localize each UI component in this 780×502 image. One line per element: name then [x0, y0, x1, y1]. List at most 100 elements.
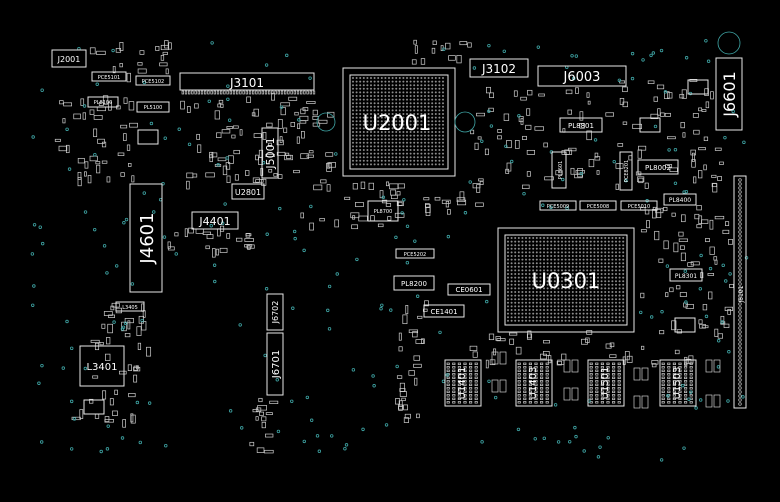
pl8601-label: PL8601 [558, 161, 564, 180]
pce5102-outline[interactable] [135, 75, 171, 86]
pce8201-label: PCE8201 [624, 160, 630, 182]
j6701-label: J6701 [271, 350, 282, 379]
mounting-hole-mid [454, 111, 476, 133]
u2801-outline[interactable] [231, 183, 265, 200]
j5001-label: J5001 [264, 137, 277, 169]
pl8002-label: PL8002 [645, 164, 671, 172]
j2001-outline[interactable] [51, 49, 87, 68]
passive-cluster [640, 205, 734, 339]
j3101-pins [181, 90, 316, 95]
pl8400-outline[interactable] [663, 193, 697, 206]
pce8201-outline[interactable] [619, 151, 633, 191]
passive-cluster [180, 92, 337, 190]
j6702-label: J6702 [271, 301, 280, 325]
mounting-hole-left [316, 112, 336, 132]
passive-cluster [470, 78, 724, 193]
pce5009-label: PCE5009 [547, 204, 569, 210]
u1501-outline[interactable] [587, 359, 625, 407]
mounting-hole-top-right [717, 31, 741, 55]
passive-cluster [90, 302, 152, 383]
pl8100-label: PL8100 [94, 100, 113, 106]
j3102-label: J3102 [481, 62, 516, 76]
via-field [30, 39, 749, 462]
memory-pads [446, 362, 478, 404]
j3102-outline[interactable] [469, 58, 529, 78]
pl8200-outline[interactable] [393, 275, 435, 291]
passive-cluster [89, 40, 172, 83]
u2801-label: U2801 [235, 188, 261, 197]
memory-pads [589, 362, 621, 404]
u1403-outline[interactable] [515, 359, 553, 407]
ce0601-outline[interactable] [447, 283, 491, 296]
j5101-label: J5101 [738, 285, 745, 303]
inductors [83, 79, 709, 415]
pl8200-label: PL8200 [401, 280, 427, 288]
pl8301-outline[interactable] [669, 268, 703, 282]
u1503-outline[interactable] [659, 359, 697, 407]
j3101-outline[interactable] [179, 72, 315, 91]
passive-cluster [54, 95, 138, 187]
pl8301-label: PL8301 [675, 273, 697, 280]
pl8801-label: PL8801 [568, 122, 594, 130]
u2001-ball-grid [352, 77, 444, 166]
passive-cluster [411, 39, 472, 65]
pce5010-label: PCE5010 [628, 204, 650, 210]
pl8801-outline[interactable] [559, 117, 603, 133]
j4601-label: J4601 [137, 212, 158, 264]
j4601-outline[interactable] [129, 183, 163, 293]
u0301-outline[interactable] [497, 227, 635, 333]
j4401-outline[interactable] [191, 211, 239, 230]
u0301-label: U0301 [532, 269, 601, 293]
j6003-outline[interactable] [537, 65, 627, 87]
pl5100-outline[interactable] [136, 101, 170, 113]
memory-pads [517, 362, 549, 404]
u1403-label: U1403 [528, 367, 539, 400]
pl8002-outline[interactable] [637, 159, 679, 175]
pce5202-label: PCE5202 [404, 252, 426, 258]
pl8100-outline[interactable] [87, 96, 119, 108]
memory-pads [661, 362, 693, 404]
pce5009-outline[interactable] [539, 200, 577, 211]
pl8400-label: PL8400 [669, 197, 691, 204]
passive-cluster [71, 389, 136, 428]
pce5202-outline[interactable] [395, 248, 435, 259]
u1501-label: U1501 [600, 367, 611, 400]
pl8601-outline[interactable] [551, 151, 567, 189]
u2001-label: U2001 [363, 111, 432, 135]
pl8700-outline[interactable] [367, 200, 399, 222]
pce5008-label: PCE5008 [587, 204, 609, 210]
j5101-outline[interactable] [733, 175, 747, 409]
passive-cluster [167, 225, 255, 258]
j6702-outline[interactable] [266, 293, 284, 331]
pl8700-label: PL8700 [374, 209, 393, 215]
j5001-outline[interactable] [261, 127, 279, 179]
pl5100-label: PL5100 [144, 105, 163, 111]
ce0601-label: CE0601 [455, 286, 482, 294]
j3101-label: J3101 [229, 76, 264, 90]
l3401-outline[interactable] [79, 345, 125, 387]
pce5008-outline[interactable] [579, 200, 617, 211]
u0301-ball-grid [507, 237, 625, 322]
j6601-label: J6601 [720, 71, 739, 117]
j6701-outline[interactable] [266, 332, 284, 396]
u1401-outline[interactable] [444, 359, 482, 407]
l3405-outline[interactable] [115, 301, 145, 312]
u2001-die-outline [349, 74, 449, 170]
u1401-label: U1401 [457, 367, 468, 400]
pce5102-label: PCE5102 [142, 79, 164, 85]
j4401-label: J4401 [198, 215, 230, 228]
passive-cluster [300, 181, 405, 231]
j6601-outline[interactable] [715, 57, 743, 131]
ce1401-outline[interactable] [423, 304, 465, 318]
ce1401-label: CE1401 [430, 308, 457, 316]
passive-cluster [249, 397, 279, 454]
passive-cluster [423, 191, 484, 216]
j5101-pin-row [738, 178, 742, 406]
l3405-label: L3405 [122, 305, 138, 311]
pce5010-outline[interactable] [620, 200, 658, 211]
j2001-label: J2001 [57, 55, 81, 64]
u1503-label: U1503 [672, 367, 683, 400]
pce5101-outline[interactable] [91, 71, 127, 82]
